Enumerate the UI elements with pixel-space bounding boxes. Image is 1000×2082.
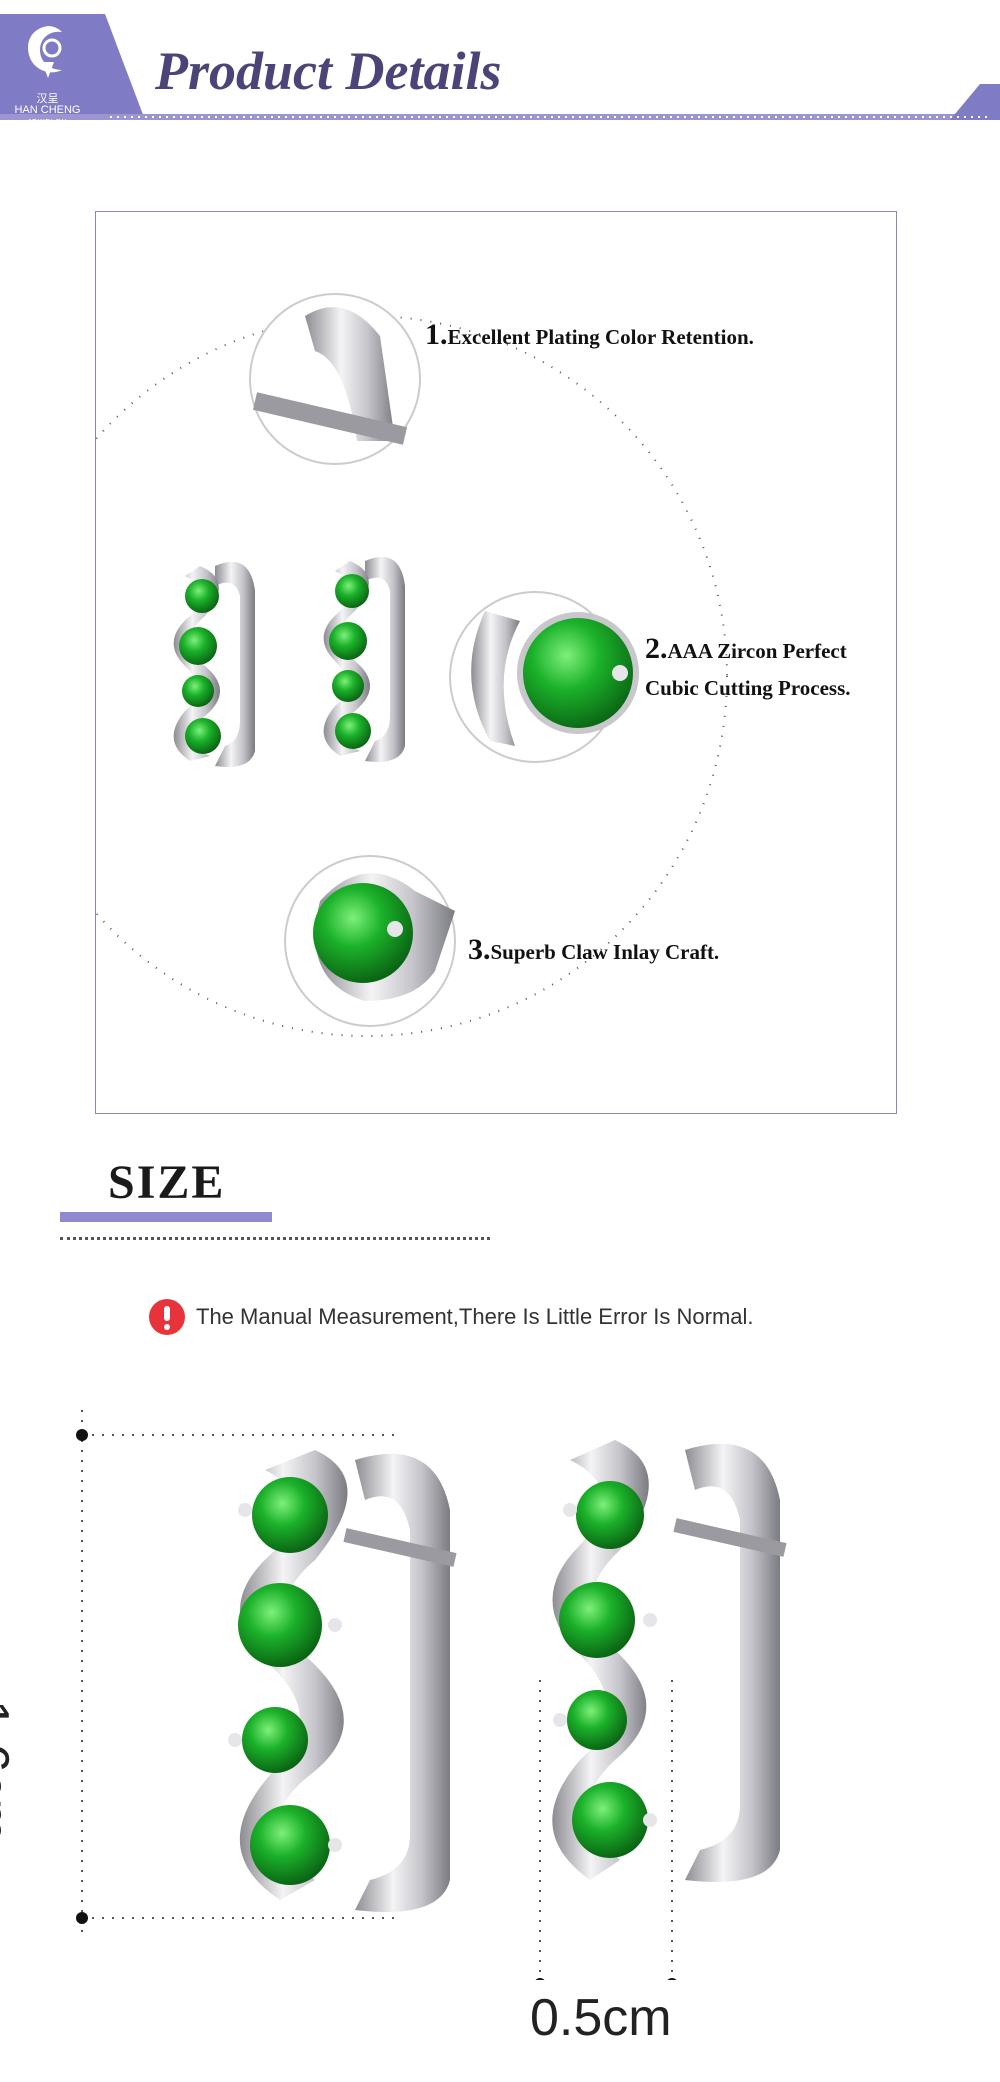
feature-2-text: AAA Zircon Perfect [667,639,847,663]
height-dimension-label: 1.6cm [0,1700,19,1842]
earring-small-right [323,556,405,762]
feature-3-number: 3. [468,933,491,966]
measurement-notice: The Manual Measurement,There Is Little E… [148,1298,754,1336]
feature-2-number: 2. [645,632,668,665]
earring-large-left [228,1450,457,1912]
size-dotted-divider [60,1237,490,1244]
feature-3: 3.Superb Claw Inlay Craft. [468,933,719,967]
size-illustration [76,1410,787,1980]
brand-subtitle: JEWELRY [27,119,68,126]
warning-icon [149,1299,185,1335]
feature-1-text: Excellent Plating Color Retention. [447,325,754,349]
size-heading: SIZE [108,1156,226,1209]
earring-large-right [552,1440,787,1882]
features-illustration [95,293,728,1037]
earring-small-left [173,561,255,767]
feature-1: 1.Excellent Plating Color Retention. [425,318,754,352]
size-heading-underline [60,1212,272,1222]
brand-name: HAN CHENG [14,104,81,116]
measurement-notice-text: The Manual Measurement,There Is Little E… [196,1304,754,1329]
detail-plating [249,293,421,465]
detail-zircon [449,591,639,763]
feature-3-text: Superb Claw Inlay Craft. [490,940,720,964]
width-dimension-label: 0.5cm [530,1989,672,2047]
features-panel [95,211,897,1114]
brand-logo-icon [28,26,62,78]
page-title: Product Details [155,41,502,101]
detail-claw [284,855,456,1027]
brand-name-chinese: 汉呈 [36,93,59,105]
feature-2: 2.AAA Zircon Perfect Cubic Cutting Proce… [645,632,851,708]
feature-1-number: 1. [425,318,448,351]
feature-2-text-line2: Cubic Cutting Process. [645,676,851,700]
